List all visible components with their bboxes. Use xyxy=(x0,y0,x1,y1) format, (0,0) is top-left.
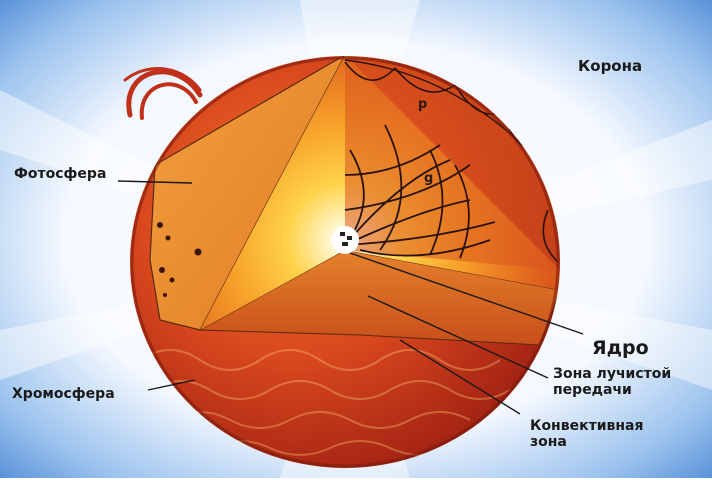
label-radiative-zone: Зона лучистой передачи xyxy=(553,366,671,398)
label-corona: Корона xyxy=(578,58,642,75)
label-chromosphere: Хромосфера xyxy=(12,386,115,402)
label-convective-zone: Конвективная зона xyxy=(530,418,643,450)
label-core: Ядро xyxy=(592,338,649,360)
label-photosphere: Фотосфера xyxy=(14,166,106,182)
p-mode-label: p xyxy=(418,97,427,112)
g-mode-label: g xyxy=(424,171,433,186)
label-radiative-zone-line1: Зона лучистой xyxy=(553,366,671,382)
label-convective-zone-line2: зона xyxy=(530,434,643,450)
core-spot xyxy=(331,226,359,254)
label-radiative-zone-line2: передачи xyxy=(553,382,671,398)
label-convective-zone-line1: Конвективная xyxy=(530,418,643,434)
